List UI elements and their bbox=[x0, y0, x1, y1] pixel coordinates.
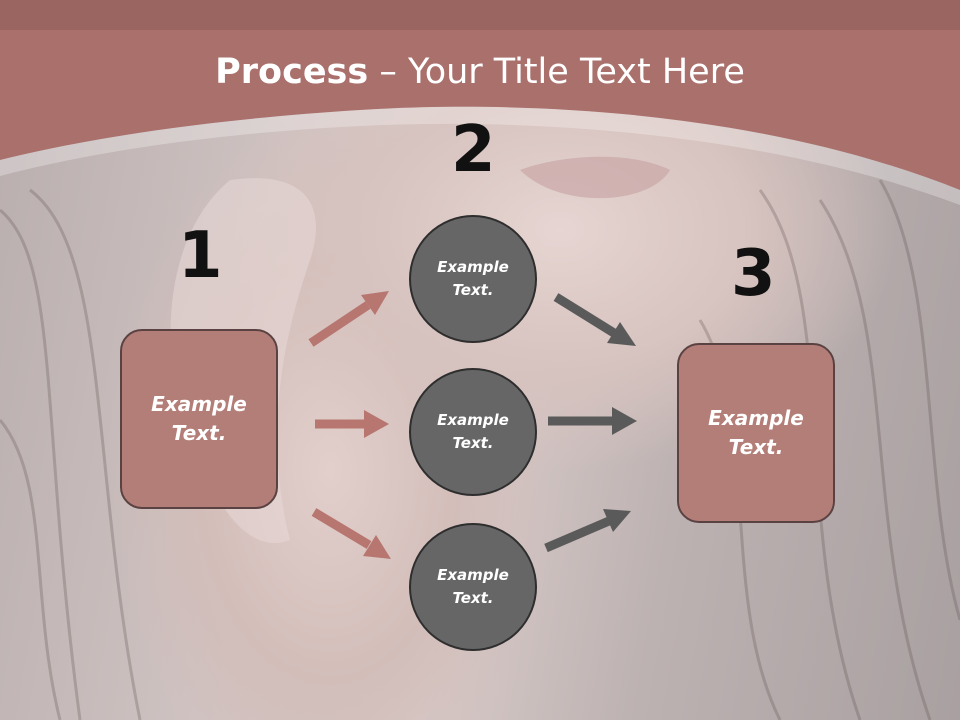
step-number-1: 1 bbox=[178, 219, 223, 293]
right-box: Example Text. bbox=[677, 343, 835, 523]
circle-middle: Example Text. bbox=[409, 368, 537, 496]
arrow-top-to-right bbox=[553, 293, 636, 346]
arrow-bottom-to-right bbox=[544, 509, 631, 553]
right-box-label: Example Text. bbox=[708, 406, 804, 459]
circle-top: Example Text. bbox=[409, 215, 537, 343]
left-box-label: Example Text. bbox=[151, 392, 247, 445]
arrow-left-to-top bbox=[308, 291, 389, 347]
left-box: Example Text. bbox=[120, 329, 278, 509]
arrow-left-to-middle bbox=[315, 410, 389, 438]
arrow-left-to-bottom bbox=[311, 508, 391, 559]
title-bold: Process bbox=[215, 52, 369, 92]
arrow-middle-to-right bbox=[548, 407, 637, 435]
slide-title: Process – Your Title Text Here bbox=[0, 52, 960, 92]
circle-top-label: Example Text. bbox=[437, 258, 509, 299]
title-rest: – Your Title Text Here bbox=[368, 52, 745, 92]
circle-bottom-label: Example Text. bbox=[437, 566, 509, 607]
step-number-3: 3 bbox=[731, 237, 776, 311]
circle-middle-label: Example Text. bbox=[437, 411, 509, 452]
circle-bottom: Example Text. bbox=[409, 523, 537, 651]
step-number-2: 2 bbox=[451, 113, 496, 187]
